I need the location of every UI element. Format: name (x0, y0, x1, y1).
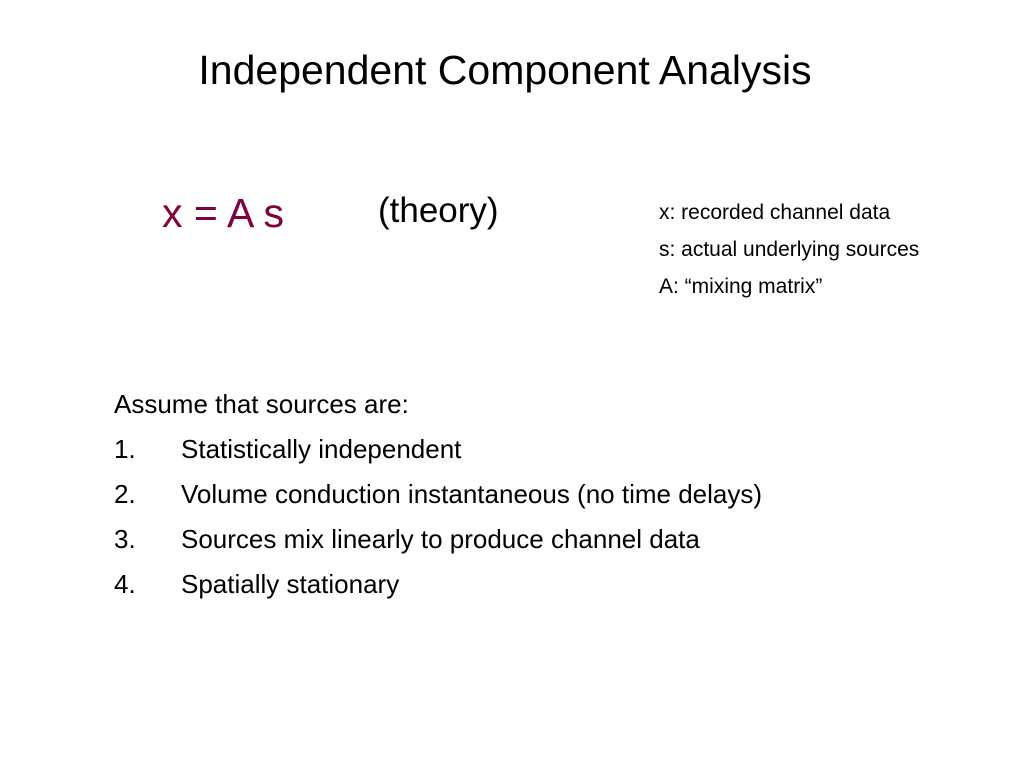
assumption-text: Volume conduction instantaneous (no time… (181, 479, 763, 509)
assumption-text: Spatially stationary (181, 569, 400, 599)
assumption-number: 3. (114, 524, 136, 554)
assumption-item: 2. Volume conduction instantaneous (no t… (114, 472, 762, 517)
assumption-number: 4. (114, 569, 136, 599)
assumption-number: 1. (114, 434, 136, 464)
assumptions-intro: Assume that sources are: (114, 389, 409, 419)
ica-equation: x = A s (162, 190, 284, 236)
assumptions-list: 1. Statistically independent 2. Volume c… (114, 427, 762, 607)
assumption-text: Statistically independent (181, 434, 462, 464)
assumption-item: 4. Spatially stationary (114, 562, 762, 607)
theory-note: (theory) (378, 191, 499, 230)
definition-x: x: recorded channel data (659, 201, 891, 224)
assumption-text: Sources mix linearly to produce channel … (181, 524, 700, 554)
assumption-number: 2. (114, 479, 136, 509)
variable-definitions: x: recorded channel data s: actual under… (659, 194, 919, 305)
assumption-item: 3. Sources mix linearly to produce chann… (114, 517, 762, 562)
definition-s: s: actual underlying sources (659, 238, 920, 261)
assumptions-block: Assume that sources are: 1. Statisticall… (114, 382, 762, 607)
assumption-item: 1. Statistically independent (114, 427, 762, 472)
definition-a: A: “mixing matrix” (659, 275, 823, 298)
slide-title: Independent Component Analysis (198, 47, 812, 93)
